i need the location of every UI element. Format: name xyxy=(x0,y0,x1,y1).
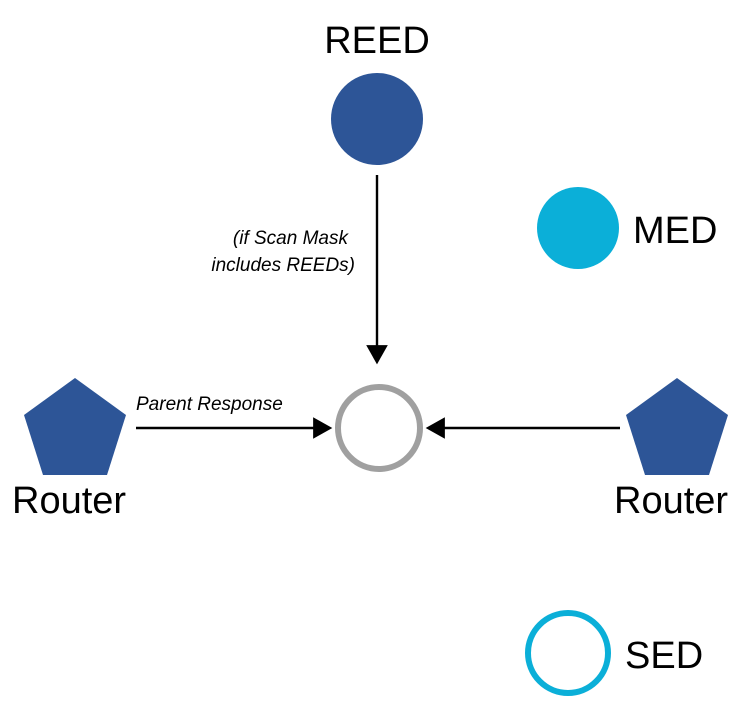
sed-circle-icon[interactable] xyxy=(525,610,611,696)
node-sed-label: SED xyxy=(625,635,703,677)
router-right-pentagon-icon[interactable] xyxy=(626,378,728,475)
router-left-pentagon-icon[interactable] xyxy=(24,378,126,475)
node-router-left[interactable]: Router xyxy=(12,378,126,522)
node-center[interactable] xyxy=(335,384,423,472)
edge-reed-to-center-label-line1: (if Scan Mask xyxy=(233,228,350,249)
node-sed[interactable]: SED xyxy=(525,610,703,696)
node-med[interactable]: MED xyxy=(537,187,717,269)
reed-circle-icon[interactable] xyxy=(331,73,423,165)
node-med-label: MED xyxy=(633,210,717,252)
edge-reed-to-center-label-line2: includes REEDs) xyxy=(211,255,355,276)
edge-router-left-to-center-label: Parent Response xyxy=(136,394,283,415)
node-router-left-label: Router xyxy=(12,480,126,522)
center-circle-icon[interactable] xyxy=(335,384,423,472)
med-circle-icon[interactable] xyxy=(537,187,619,269)
node-reed-label: REED xyxy=(324,20,430,62)
node-reed[interactable]: REED xyxy=(324,20,430,165)
node-router-right-label: Router xyxy=(614,480,728,522)
edge-reed-to-center: (if Scan Mask includes REEDs) xyxy=(211,175,388,365)
node-router-right[interactable]: Router xyxy=(614,378,728,522)
edge-router-left-to-center: Parent Response xyxy=(136,394,333,439)
